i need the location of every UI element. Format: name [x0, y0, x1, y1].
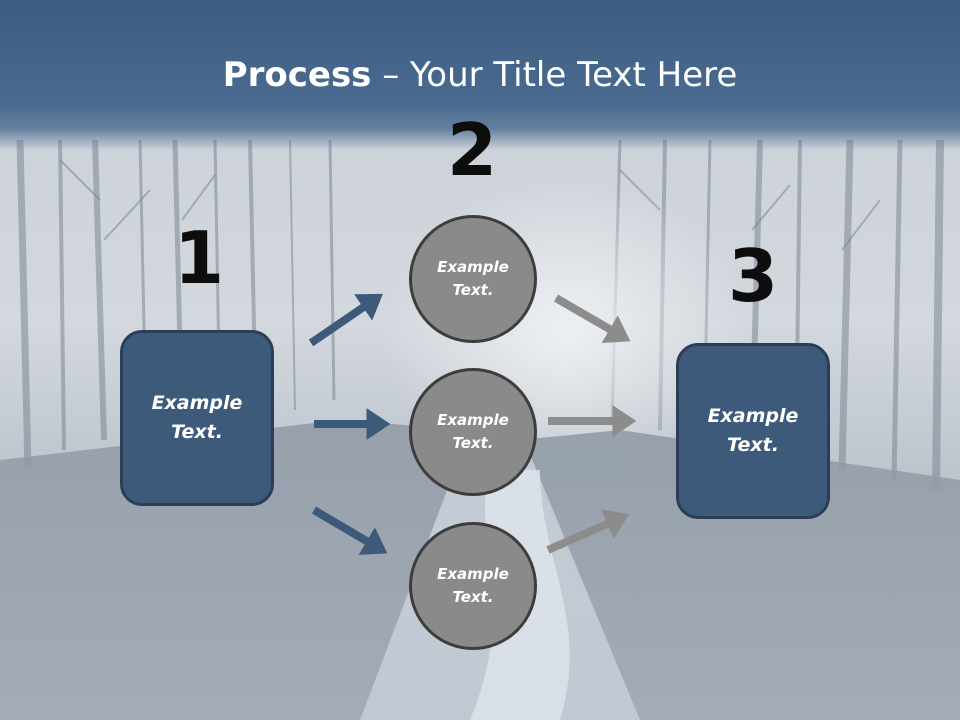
step-2-circle-1-label: Example Text. — [437, 258, 509, 299]
step-2-circle-3-label: Example Text. — [437, 565, 509, 606]
page-title: Process – Your Title Text Here — [0, 52, 960, 98]
step-2-circle-3: Example Text. — [409, 522, 537, 650]
step-1-box: Example Text. — [120, 330, 274, 506]
step-3-box: Example Text. — [676, 343, 830, 519]
title-bar — [0, 0, 960, 150]
step-2-circle-2-label: Example Text. — [437, 411, 509, 452]
arrow-2c-to-3-icon — [546, 509, 630, 554]
step-2-circle-2: Example Text. — [409, 368, 537, 496]
arrow-1-to-2a-icon — [308, 293, 383, 347]
arrow-2a-to-3-icon — [553, 294, 631, 344]
step-2-circle-1: Example Text. — [409, 215, 537, 343]
step-1-label: Example Text. — [151, 392, 243, 443]
step-2-number: 2 — [446, 108, 498, 192]
step-1-number: 1 — [173, 216, 225, 300]
title-bold: Process — [222, 55, 372, 95]
arrow-1-to-2c-icon — [311, 506, 388, 555]
title-rest: – Your Title Text Here — [371, 55, 738, 95]
step-3-label: Example Text. — [707, 405, 799, 456]
step-3-number: 3 — [727, 234, 779, 318]
